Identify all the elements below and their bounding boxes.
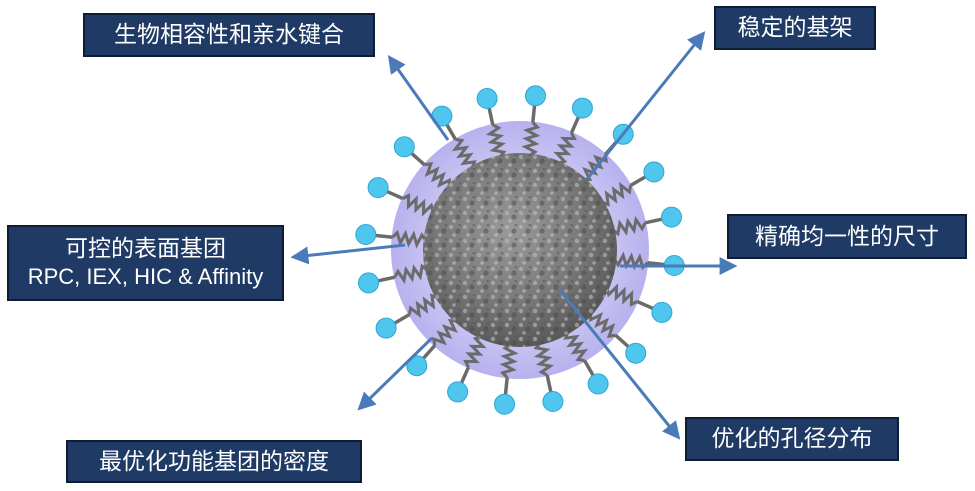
- linker-zigzag: [601, 181, 632, 207]
- ligand-stick: [636, 299, 656, 311]
- ligand-stick: [373, 233, 393, 239]
- ligand-stick: [569, 114, 581, 134]
- linker-zigzag: [605, 283, 638, 307]
- ligand-stick: [531, 103, 537, 123]
- linker-zigzag: [563, 331, 589, 362]
- ligand-stick: [629, 174, 648, 188]
- label-surface-groups-text: 可控的表面基团: [65, 236, 226, 262]
- ligand-stick: [582, 359, 596, 378]
- ligand-bead: [494, 393, 515, 415]
- linker-zigzag: [391, 229, 427, 249]
- linker-zigzag: [553, 132, 577, 165]
- ligand-bead: [643, 161, 665, 183]
- ligand-bead: [571, 97, 593, 119]
- ligand-bead: [393, 136, 415, 158]
- label-pore-distribution: 优化的孔径分布: [685, 417, 899, 461]
- ligand-stick: [444, 122, 458, 141]
- ligand-stick: [614, 333, 631, 350]
- label-biocompatibility: 生物相容性和亲水键合: [83, 13, 375, 57]
- ligand-stick: [487, 106, 495, 126]
- linker-zigzag: [393, 263, 429, 285]
- label-surface-modes-text: RPC, IEX, HIC & Affinity: [27, 264, 264, 289]
- ligand-bead: [367, 177, 389, 199]
- label-stable-scaffold-text: 稳定的基架: [737, 15, 853, 41]
- linker-zigzag: [533, 341, 555, 377]
- label-pore-distribution-text: 优化的孔径分布: [711, 426, 873, 452]
- ligand-bead: [542, 391, 564, 412]
- ligand-bead: [625, 342, 647, 364]
- ligand-bead: [358, 272, 379, 294]
- arrow-scaffold: [586, 31, 706, 179]
- ligand-stick: [376, 275, 396, 283]
- linker-zigzag: [521, 121, 541, 157]
- ligand-bead: [406, 355, 428, 377]
- linker-zigzag: [451, 138, 477, 169]
- ligand-stick: [409, 150, 426, 167]
- linker-zigzag: [611, 215, 647, 237]
- label-uniform-size-text: 精确均一性的尺寸: [755, 223, 939, 250]
- arrows: [290, 31, 738, 440]
- linker-zigzag: [499, 343, 519, 379]
- label-group-density: 最优化功能基团的密度: [66, 440, 362, 483]
- ligand-bead: [355, 224, 377, 245]
- ligand-stick: [503, 377, 509, 397]
- ligand-stick: [420, 344, 437, 361]
- linker-zigzag: [408, 293, 439, 319]
- arrow-biocompat: [387, 55, 450, 141]
- ligand-bead: [587, 373, 609, 395]
- linker-zigzag: [613, 251, 649, 271]
- label-stable-scaffold: 稳定的基架: [714, 6, 876, 50]
- linker-zigzag: [485, 123, 507, 159]
- linker-zigzag: [424, 161, 452, 188]
- ligand-bead: [525, 85, 546, 107]
- linker-zigzag: [402, 193, 435, 217]
- ligand-bead: [651, 301, 673, 323]
- arrow-density: [357, 336, 434, 411]
- ligand-stick: [392, 312, 411, 326]
- ligand-stick: [545, 374, 553, 394]
- label-surface-groups: 可控的表面基团 RPC, IEX, HIC & Affinity: [7, 225, 284, 301]
- arrow-surface-groups: [290, 243, 406, 265]
- label-group-density-text: 最优化功能基团的密度: [99, 448, 329, 475]
- linker-zigzag: [588, 312, 616, 339]
- porous-core: [423, 153, 617, 347]
- ligand-bead: [447, 381, 469, 403]
- ligand-stick: [647, 261, 667, 267]
- label-uniform-size: 精确均一性的尺寸: [727, 214, 967, 259]
- label-biocompatibility-text: 生物相容性和亲水键合: [114, 22, 344, 48]
- ligand-bead: [375, 317, 397, 339]
- ligand-stick: [459, 366, 471, 386]
- arrow-pore-dist: [558, 289, 681, 440]
- ligand-stick: [384, 189, 404, 201]
- linker-zigzag: [431, 318, 458, 346]
- ligand-bead: [661, 206, 682, 228]
- linker-zigzag: [463, 335, 487, 368]
- ligand-stick: [644, 217, 664, 225]
- ligand-bead: [476, 88, 498, 109]
